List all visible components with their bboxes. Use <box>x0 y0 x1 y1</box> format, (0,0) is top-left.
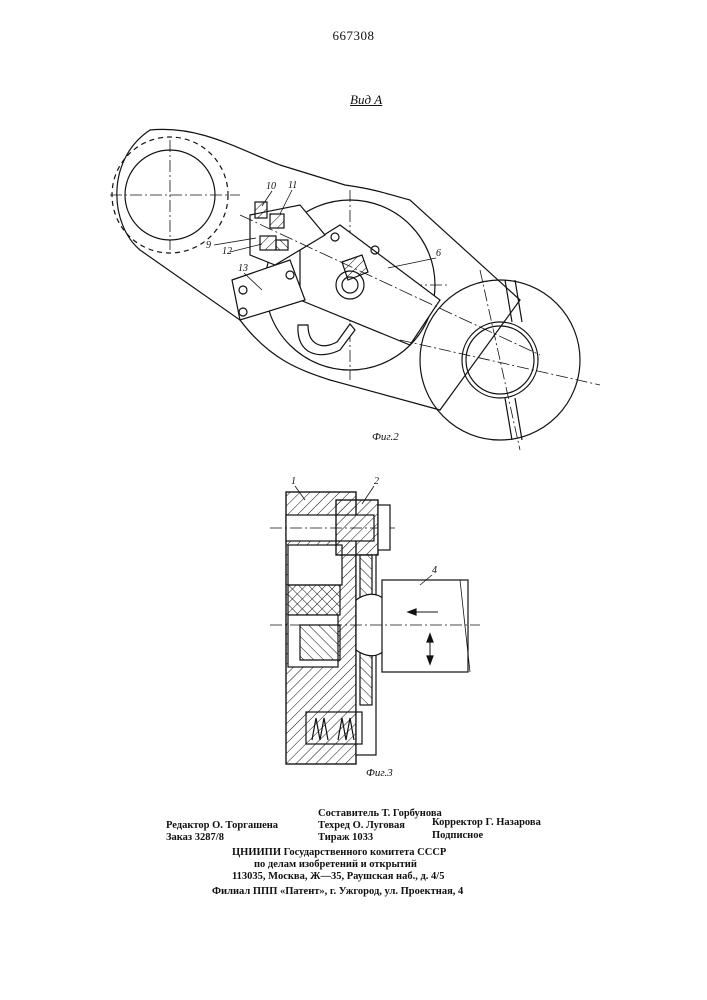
imprint-subscription: Подписное <box>432 830 483 841</box>
imprint-compiler: Составитель Т. Горбунова <box>318 808 442 819</box>
figure-2-drawing <box>110 129 600 450</box>
imprint-corrector: Корректор Г. Назарова <box>432 817 541 828</box>
imprint-institute-dept: по делам изобретений и открытий <box>254 859 417 870</box>
imprint-branch: Филиал ППП «Патент», г. Ужгород, ул. Про… <box>212 886 463 897</box>
callout-6: 6 <box>436 248 441 259</box>
figure-3-drawing <box>270 492 480 764</box>
callout-9: 9 <box>206 240 211 251</box>
callout-2: 2 <box>374 476 379 487</box>
callout-10: 10 <box>266 181 276 192</box>
callout-1: 1 <box>291 476 296 487</box>
figure-2-caption: Фиг.2 <box>372 431 399 443</box>
imprint-order: Заказ 3287/8 <box>166 832 224 843</box>
callout-11: 11 <box>288 180 297 191</box>
imprint-address: 113035, Москва, Ж—35, Раушская наб., д. … <box>232 871 444 882</box>
imprint-circulation: Тираж 1033 <box>318 832 373 843</box>
callout-4: 4 <box>432 565 437 576</box>
imprint-techred: Техред О. Луговая <box>318 820 405 831</box>
callout-13: 13 <box>238 263 248 274</box>
imprint-institute: ЦНИИПИ Государственного комитета СССР <box>232 847 446 858</box>
figure-3-caption: Фиг.3 <box>366 767 393 779</box>
imprint-editor: Редактор О. Торгашена <box>166 820 278 831</box>
